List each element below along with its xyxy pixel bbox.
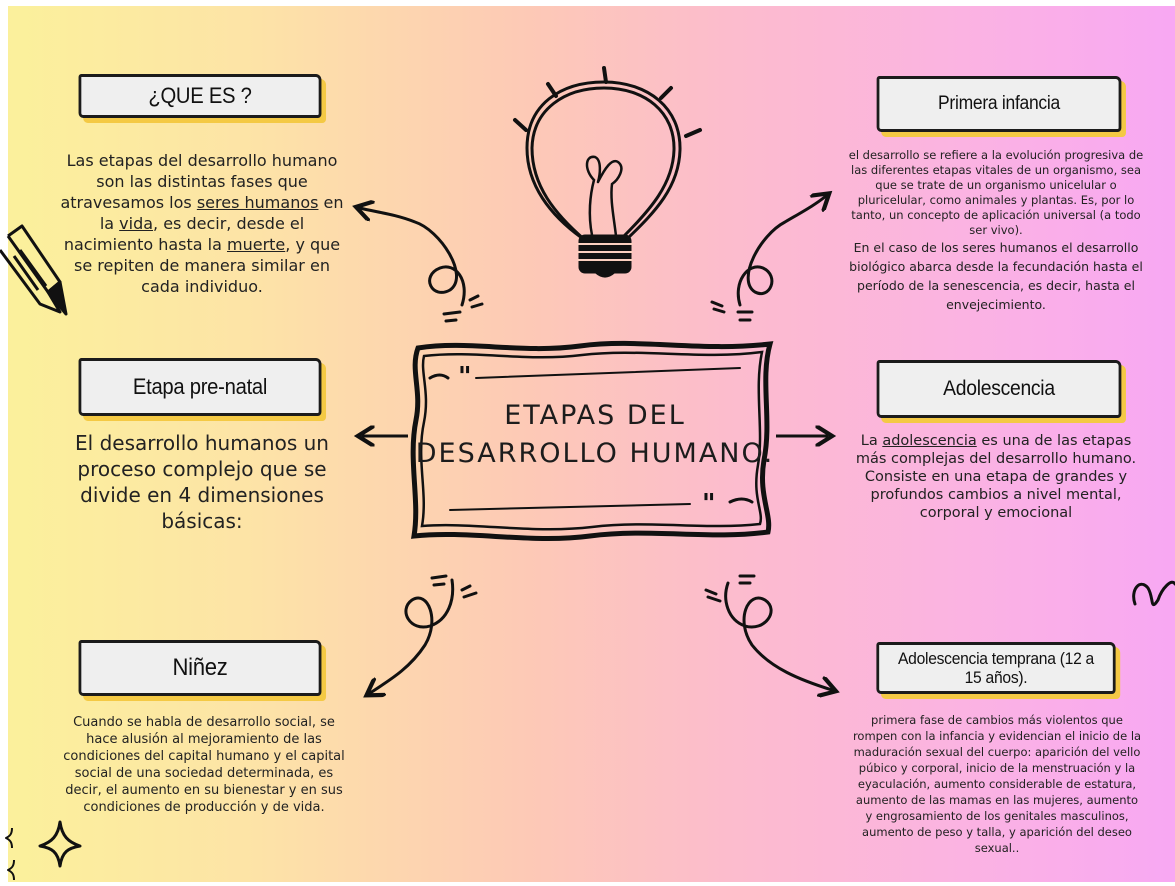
squiggle-icon: [1132, 580, 1175, 607]
frame-edge: [0, 0, 1175, 6]
pencil-icon: [0, 224, 68, 316]
section-label-prenatal: Etapa pre-natal: [78, 358, 322, 416]
frame-edge: [0, 882, 1175, 886]
text-run: , y que se repiten de manera similar en …: [74, 235, 341, 296]
section-label-text: Etapa pre-natal: [132, 374, 268, 399]
text-run: en la: [99, 193, 344, 233]
svg-text:": ": [458, 362, 472, 392]
ninez-description: Cuando se habla de desarrollo social, se…: [63, 715, 345, 815]
section-label-text: Niñez: [172, 654, 228, 681]
page-title: ETAPAS DEL DESARROLLO HUMANO.: [415, 400, 775, 469]
adolescencia-temprana-description: primera fase de cambios más violentos qu…: [852, 713, 1142, 855]
section-label-text: Primera infancia: [938, 93, 1060, 114]
prenatal-description: El desarrollo humanos un proceso complej…: [75, 431, 329, 533]
link-vida[interactable]: vida: [119, 214, 154, 233]
link-muerte[interactable]: muerte: [227, 235, 286, 254]
section-label-que-es: ¿QUE ES ?: [78, 74, 322, 118]
link-adolescencia[interactable]: adolescencia: [882, 433, 977, 449]
curly-arrow-icon: [736, 196, 826, 307]
text-run: es una de las etapas más complejas del d…: [855, 433, 1137, 521]
sparkle-icon: [5, 820, 82, 881]
curly-arrow-icon: [370, 578, 455, 693]
text-run: Las etapas del desarrollo humano son las…: [60, 151, 338, 212]
link-seres-humanos[interactable]: seres humanos: [196, 193, 319, 212]
paragraph: En el caso de los seres humanos el desar…: [849, 240, 1143, 312]
paragraph: el desarrollo se refiere a la evolución …: [848, 148, 1144, 237]
curly-arrow-icon: [360, 208, 466, 307]
frame-edge: [0, 0, 8, 886]
text-run: , es decir, desde el nacimiento hasta la: [63, 214, 305, 254]
adolescencia-description: La adolescencia es una de las etapas más…: [854, 432, 1138, 522]
section-label-primera-infancia: Primera infancia: [876, 76, 1122, 132]
section-label-text: Adolescencia: [943, 377, 1055, 400]
section-label-adolescencia-temprana: Adolescencia temprana (12 a 15 años).: [876, 642, 1116, 694]
que-es-description: Las etapas del desarrollo humano son las…: [60, 150, 344, 297]
text-run: La: [860, 433, 883, 449]
section-label-text: Adolescencia temprana (12 a 15 años).: [897, 649, 1094, 687]
primera-infancia-description: el desarrollo se refiere a la evolución …: [848, 148, 1144, 314]
title-frame: " ": [410, 340, 774, 542]
curly-arrow-icon: [724, 581, 832, 690]
svg-text:": ": [702, 489, 716, 519]
section-label-text: ¿QUE ES ?: [148, 83, 252, 108]
lightbulb-icon: [513, 66, 702, 278]
section-label-adolescencia: Adolescencia: [876, 360, 1122, 418]
section-label-ninez: Niñez: [78, 640, 322, 696]
